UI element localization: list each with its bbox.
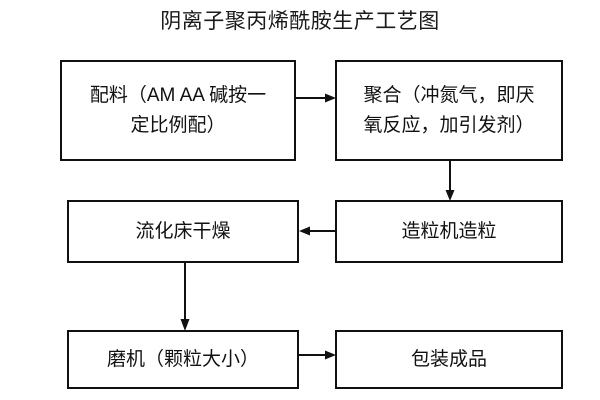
arrow-right-icon (299, 345, 336, 365)
page-title: 阴离子聚丙烯酰胺生产工艺图 (160, 10, 440, 33)
arrow-down-icon (440, 161, 460, 201)
process-node-polymerize[interactable]: 聚合（冲氮气，即厌 氧反应，加引发剂） (335, 60, 563, 161)
node-label: 造粒机造粒 (401, 220, 497, 242)
process-node-granulator[interactable]: 造粒机造粒 (335, 200, 563, 263)
arrow-right-icon (296, 88, 336, 108)
process-node-drying[interactable]: 流化床干燥 (67, 200, 299, 263)
node-label: 配料（AM AA 碱按一 定比例配） (89, 84, 267, 136)
node-label: 磨机（颗粒大小） (106, 348, 259, 370)
node-label: 包装成品 (410, 348, 487, 370)
arrow-left-icon (299, 221, 336, 241)
node-label: 聚合（冲氮气，即厌 氧反应，加引发剂） (363, 84, 535, 136)
process-node-packaging[interactable]: 包装成品 (335, 330, 563, 389)
process-node-ingredients[interactable]: 配料（AM AA 碱按一 定比例配） (60, 60, 296, 161)
node-label: 流化床干燥 (135, 220, 231, 242)
process-node-mill[interactable]: 磨机（颗粒大小） (67, 330, 299, 389)
arrow-down-icon (175, 263, 195, 331)
